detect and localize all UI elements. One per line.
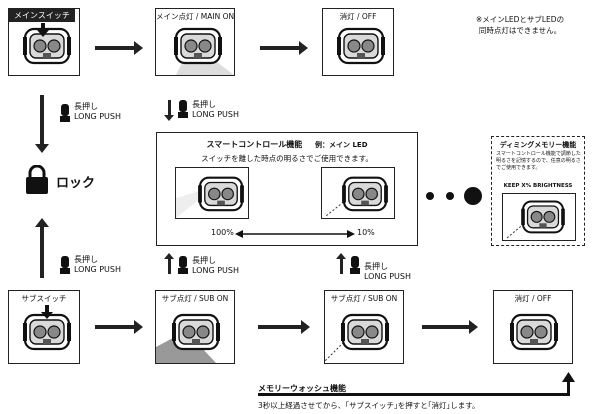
sub-on-label: サブ点灯 / SUB ON [330, 294, 398, 303]
press-arrow-icon [37, 23, 49, 37]
headlamp-icon [342, 176, 388, 212]
button-icon [178, 100, 188, 118]
off-label: 消灯 / OFF [514, 294, 552, 303]
dimming-memory-panel: ディミングメモリー機能 スマートコントロール機能で調節した 明るさを記憶するので… [491, 136, 585, 246]
sub-on-label: サブ点灯 / SUB ON [161, 294, 229, 303]
press-arrow-icon [336, 253, 346, 274]
dimming-text: スマートコントロール機能で調節した 明るさを記憶するので、任意の明るさ でご使用… [496, 151, 581, 171]
headlamp-icon [521, 200, 565, 234]
light-beam [325, 330, 356, 362]
simultaneous-note: ※メインLEDとサブLEDの 同時点灯はできません。 [475, 15, 565, 35]
brightness-high-photo [175, 167, 249, 219]
long-push-label: 長押し LONG PUSH [74, 102, 121, 121]
brightness-low-photo [321, 167, 395, 219]
memory-wash-return-arrow [567, 380, 570, 396]
sub-switch-label: サブスイッチ [21, 294, 67, 303]
flow-arrow [258, 320, 310, 334]
memory-wash-description: 3秒以上経過させてから、｢サブスイッチ｣を押すと｢消灯｣します。 [258, 401, 480, 410]
long-push-label: 長押し LONG PUSH [192, 256, 239, 275]
dot-1 [426, 192, 434, 200]
headlamp-icon [337, 27, 385, 65]
step-sub-switch: サブスイッチ [8, 290, 80, 364]
flow-arrow [260, 41, 308, 55]
headlamp-icon [341, 313, 389, 351]
step-sub-on-2: サブ点灯 / SUB ON [324, 290, 404, 364]
step-main-on: メイン点灯 / MAIN ON [155, 8, 235, 76]
long-push-label: 長押し LONG PUSH [192, 100, 239, 119]
headlamp-icon [198, 176, 244, 212]
headlamp-icon [510, 313, 558, 351]
headlamp-icon [174, 27, 222, 65]
button-icon [60, 256, 70, 274]
press-arrow-icon [164, 253, 174, 274]
button-icon [350, 256, 360, 274]
step-off-bottom: 消灯 / OFF [493, 290, 573, 364]
flow-arrow-down [35, 95, 49, 153]
pct-left: 100% [211, 228, 234, 237]
flow-arrow-up [35, 218, 49, 278]
arrow-up-icon [562, 372, 575, 382]
step-sub-on-1: サブ点灯 / SUB ON [155, 290, 235, 364]
pct-right: 10% [357, 228, 375, 237]
press-arrow-icon [41, 305, 53, 319]
press-arrow-icon [164, 100, 174, 121]
memory-wash-line [258, 393, 570, 396]
memory-wash-title: メモリーウォッシュ機能 [258, 384, 346, 393]
button-icon [60, 104, 70, 122]
smart-control-example: 例：メイン LED [315, 141, 368, 149]
step-main-switch: メインスイッチ [8, 8, 80, 76]
off-label: 消灯 / OFF [339, 12, 377, 21]
button-icon [178, 256, 188, 274]
keep-brightness-label: KEEP X% BRIGHTNESS [503, 183, 573, 189]
lock-icon [26, 165, 48, 194]
long-push-label: 長押し LONG PUSH [364, 262, 411, 281]
smart-control-description: スイッチを離した時点の明るさでご使用できます。 [201, 154, 373, 163]
flow-arrow [95, 41, 143, 55]
dimming-title: ディミングメモリー機能 [499, 141, 577, 149]
lock-label: ロック [56, 176, 96, 191]
smart-control-panel: スマートコントロール機能 例：メイン LED スイッチを離した時点の明るさでご使… [156, 132, 418, 246]
range-arrow-icon [235, 230, 355, 238]
main-on-label: メイン点灯 / MAIN ON [156, 12, 235, 21]
dot-2 [446, 192, 454, 200]
smart-control-title: スマートコントロール機能 [206, 140, 303, 149]
step-off-top: 消灯 / OFF [322, 8, 394, 76]
dot-3 [464, 187, 482, 205]
dimming-photo [502, 193, 576, 241]
headlamp-icon [172, 313, 220, 351]
flow-arrow [422, 320, 478, 334]
long-push-label: 長押し LONG PUSH [74, 255, 121, 274]
main-switch-label: メインスイッチ [9, 9, 75, 22]
flow-arrow [95, 320, 143, 334]
